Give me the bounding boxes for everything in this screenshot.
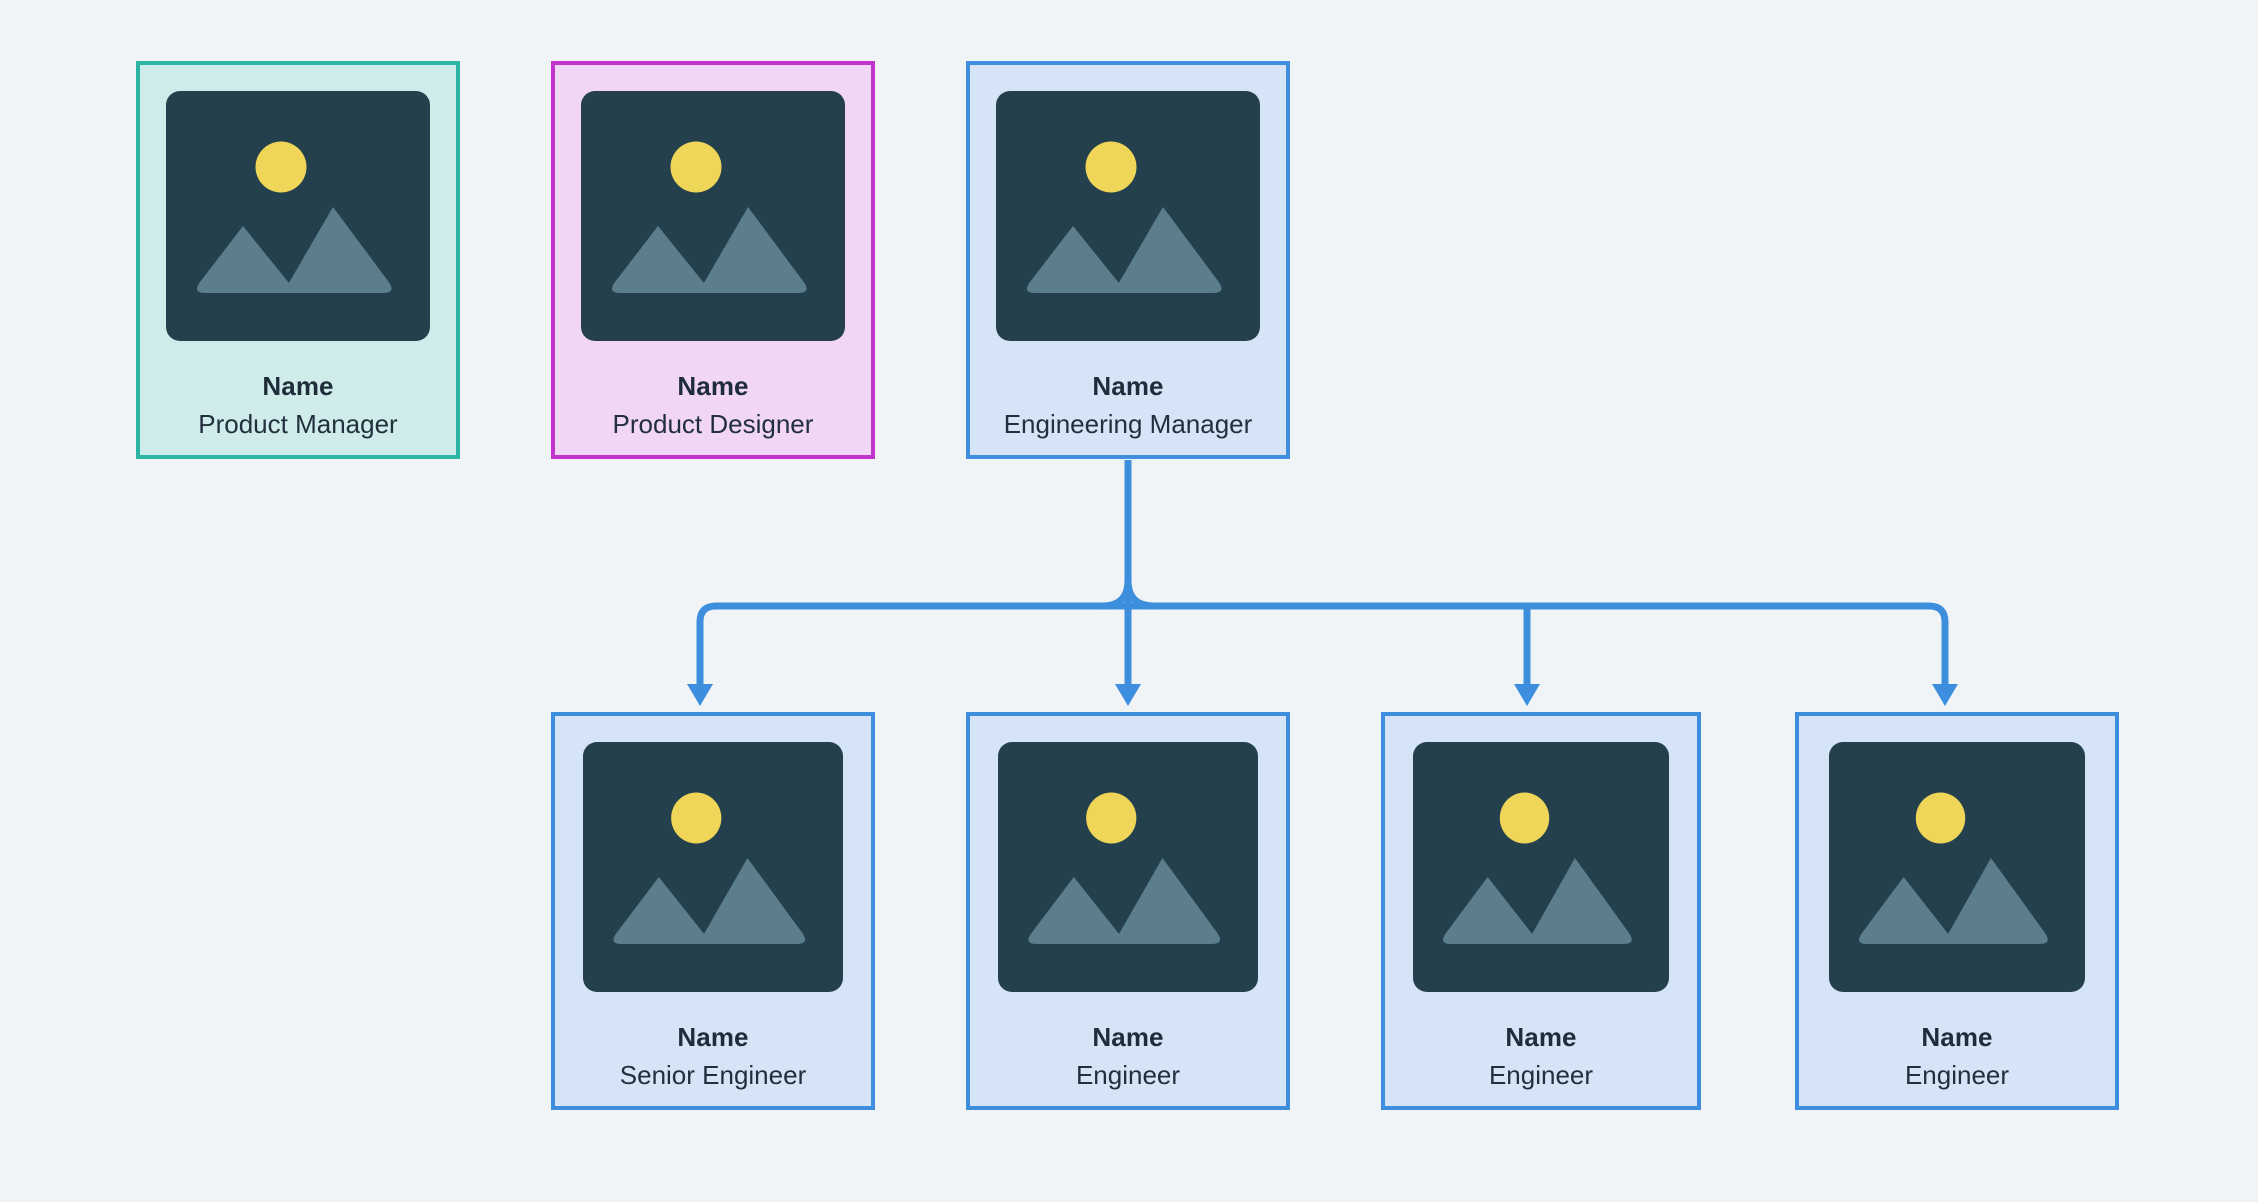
sun-circle-icon xyxy=(671,792,722,844)
sun-circle-icon xyxy=(1499,792,1550,844)
avatar-placeholder xyxy=(1413,742,1669,992)
image-placeholder-icon xyxy=(996,91,1260,341)
image-placeholder-icon xyxy=(583,742,843,992)
card-person-name: Name xyxy=(677,1022,749,1052)
avatar-placeholder xyxy=(998,742,1258,992)
image-placeholder-icon xyxy=(998,742,1258,992)
sun-circle-icon xyxy=(670,141,722,193)
mountains-icon xyxy=(611,207,807,293)
arrow-down-icon-2 xyxy=(1514,684,1540,706)
card-person-role: Engineer xyxy=(1904,1060,2010,1090)
card-person-name: Name xyxy=(1921,1022,1993,1052)
junction-left xyxy=(1101,579,1132,610)
sun-circle-icon xyxy=(1085,141,1137,193)
avatar-placeholder xyxy=(996,91,1260,341)
card-person-name: Name xyxy=(677,371,749,401)
avatar-placeholder xyxy=(583,742,843,992)
avatar-placeholder xyxy=(581,91,845,341)
sun-circle-icon xyxy=(1086,792,1137,844)
junction-right xyxy=(1124,579,1155,610)
mountains-icon xyxy=(613,858,806,944)
arrow-down-icon-3 xyxy=(1932,684,1958,706)
card-person-role: Engineering Manager xyxy=(1003,409,1253,439)
mountains-icon xyxy=(1859,858,2048,944)
mountains-icon xyxy=(1026,207,1222,293)
card-person-name: Name xyxy=(1092,1022,1164,1052)
avatar-placeholder xyxy=(1829,742,2085,992)
card-person-role: Product Manager xyxy=(198,409,398,439)
card-person-role: Engineer xyxy=(1075,1060,1181,1090)
avatar-placeholder xyxy=(166,91,430,341)
card-person-role: Senior Engineer xyxy=(619,1060,807,1090)
image-placeholder-icon xyxy=(166,91,430,341)
image-placeholder-icon xyxy=(581,91,845,341)
sun-circle-icon xyxy=(255,141,307,193)
card-person-role: Product Designer xyxy=(612,409,814,439)
sun-circle-icon xyxy=(1915,792,1966,844)
mountains-icon xyxy=(1028,858,1221,944)
card-person-name: Name xyxy=(262,371,334,401)
image-placeholder-icon xyxy=(1829,742,2085,992)
arrow-down-icon-1 xyxy=(1115,684,1141,706)
image-placeholder-icon xyxy=(1413,742,1669,992)
card-person-name: Name xyxy=(1505,1022,1577,1052)
mountains-icon xyxy=(1443,858,1632,944)
connector-bus xyxy=(696,602,1949,623)
card-person-name: Name xyxy=(1092,371,1164,401)
card-person-role: Engineer xyxy=(1488,1060,1594,1090)
arrow-down-icon-0 xyxy=(687,684,713,706)
mountains-icon xyxy=(196,207,392,293)
